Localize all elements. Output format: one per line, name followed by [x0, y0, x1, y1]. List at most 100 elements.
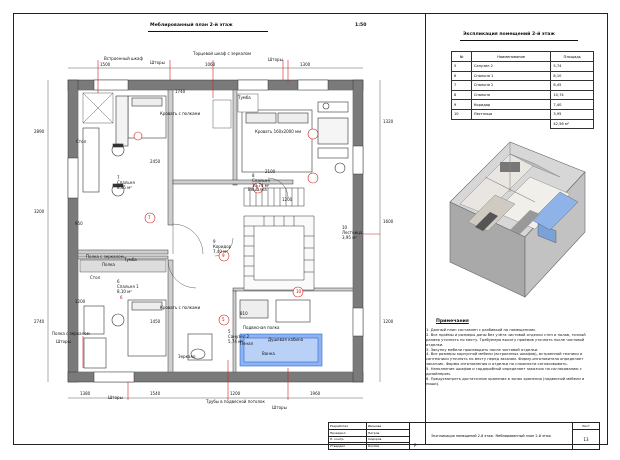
marker-6: 6 [120, 295, 123, 300]
label-bed-room8: Кровать 160х2000 мм [255, 129, 302, 134]
spec-cell: 7,40 [550, 99, 594, 110]
label-desk-room6: Стол [90, 275, 101, 280]
dim-right-0: 1320 [383, 119, 394, 124]
spec-cell: 5 [451, 61, 472, 72]
room9-num: 9 [213, 239, 216, 244]
spec-cell: Спальня 2 [470, 80, 552, 91]
bed-room6 [83, 299, 167, 369]
room-markers [133, 128, 319, 326]
room6-num: 6 [117, 279, 120, 284]
spec-cell: 5,74 [550, 61, 594, 72]
room9-name: Коридор [213, 244, 232, 249]
room7-num: 7 [117, 175, 120, 180]
spec-cell: 6 [451, 70, 472, 82]
stamp-cell-role: Утвердил [328, 442, 367, 450]
callout-curtains-4: Шторы [272, 405, 287, 410]
spec-cell: Санузел 2 [470, 61, 552, 72]
stamp-cell-name: Козлов [365, 442, 411, 450]
spec-cell: Спальня [470, 89, 552, 101]
marker-9: 9 [222, 253, 225, 258]
dim-bottom-0: 1380 [80, 391, 91, 396]
spec-row: 6 Спальня 1 8,10 [451, 70, 594, 82]
label-mirror: Зеркало [178, 354, 196, 359]
dim-inner-1: 1740 [175, 89, 186, 94]
dim-inner-0: 2450 [150, 159, 161, 164]
stamp-stage: Р [414, 443, 417, 448]
spec-total: 42,56 м² [550, 118, 594, 130]
room10-num: 10 [342, 225, 348, 230]
dim-inner-7: 810 [240, 311, 248, 316]
note-item: 3. Закупку мебели производить после чист… [426, 347, 539, 352]
spec-row: 8 Спальня 10,74 [451, 89, 594, 101]
label-mirror-shelf: Полка с зеркалом [86, 254, 124, 259]
spec-row: 9 Коридор 7,40 [451, 99, 594, 110]
dim-top-1: 1060 [205, 62, 216, 67]
callout-mirror-wardrobe: Торцевой шкаф с зеркалом [193, 51, 251, 56]
dim-bottom-1: 1540 [150, 391, 161, 396]
marker-7: 7 [148, 215, 151, 220]
spec-cell: 10,74 [550, 89, 594, 101]
label-bath: Ванна [262, 351, 275, 356]
room5-area: 5,74 м² [228, 339, 243, 344]
note-item: 6. Предусмотреть достаточное хранение в … [426, 376, 585, 386]
room7-area: 8,45 м² [117, 185, 132, 190]
room6-name: Спальня 1 [117, 284, 139, 289]
notes-block: Примечания 1. Данный план составлен с ра… [426, 319, 586, 387]
callout-leaders [82, 60, 380, 400]
bottom-label-mirror-shelf: Полка с зеркалом [52, 331, 90, 336]
dim-top-0: 1500 [100, 62, 111, 67]
label-bed-room6: Кровать с полками [160, 305, 201, 310]
note-item: 1. Данный план составлен с разбивкой по … [426, 327, 536, 332]
room5-name: Санузел 2 [228, 334, 250, 339]
dim-inner-6: 1200 [75, 299, 86, 304]
spec-title: Экспликация помещений 2-й этаж [463, 32, 555, 37]
label-nightstand-1: Тумба [238, 95, 251, 100]
isometric-render [449, 141, 586, 298]
room7-name: Спальня [117, 180, 135, 185]
bottom-label-hanging-shelf: Подвесная полка [243, 325, 280, 330]
callout-curtains-1: Шторы [268, 57, 283, 62]
floor-plan [47, 60, 381, 400]
dim-right-1: 1600 [383, 219, 394, 224]
label-shower: Душевая кабина [268, 337, 304, 342]
callout-hanger: Вешалка [248, 187, 267, 192]
notes-title: Примечания [436, 319, 469, 324]
spec-col-area: Площадь [550, 51, 594, 62]
stamp-cell-name: Петров [365, 428, 411, 437]
spec-col-num: № [451, 51, 472, 62]
room9-area: 7,40 м² [213, 249, 228, 254]
room8-name: Спальня [252, 178, 270, 183]
callout-curtains-3: Шторы [108, 395, 123, 400]
note-item: 2. Все проёмы и размеры даны без учёта ч… [426, 332, 586, 347]
callout-wardrobe: Встроенный шкаф [104, 56, 143, 61]
marker-5: 5 [222, 317, 225, 322]
spec-col-name: Наименование [470, 51, 552, 62]
dim-left-1: 3200 [34, 209, 45, 214]
plan-title: Меблированный план 2-й этаж [150, 23, 233, 28]
spec-cell: Коридор [470, 99, 552, 110]
room8-area: 10,74 м² [252, 183, 270, 188]
drawing-sheet [13, 13, 608, 445]
spec-row: 5 Санузел 2 5,74 [451, 61, 594, 72]
dim-inner-5: 950 [75, 221, 83, 226]
plan-scale: 1:50 [355, 23, 367, 28]
dim-inner-4: 1450 [150, 319, 161, 324]
marker-10: 10 [296, 289, 302, 294]
spec-cell: 3,95 [550, 108, 594, 120]
room6-area: 8,10 м² [117, 289, 132, 294]
spec-cell: 10 [451, 108, 472, 120]
note-item: 4. Все размеры корпусной мебели (встроен… [426, 352, 584, 367]
dim-left-0: 2890 [34, 129, 45, 134]
spec-table: № Наименование Площадь 5 Санузел 2 5,74 … [451, 51, 594, 130]
shelves-room8 [212, 93, 259, 129]
stamp-sheet-number: 13 [571, 428, 601, 451]
dim-right-2: 1200 [383, 319, 394, 324]
spec-cell: Спальня 1 [470, 70, 552, 82]
stamp-cell-name: Иванова [365, 422, 411, 430]
room8-num: 8 [252, 173, 255, 178]
marker-8: 8 [256, 185, 259, 190]
title-block: Разработал Иванова Экспликация помещений… [328, 422, 601, 451]
stamp-cell-role: Проверил [328, 428, 367, 437]
bed-room7 [115, 95, 167, 147]
wardrobe-room6 [79, 259, 167, 273]
